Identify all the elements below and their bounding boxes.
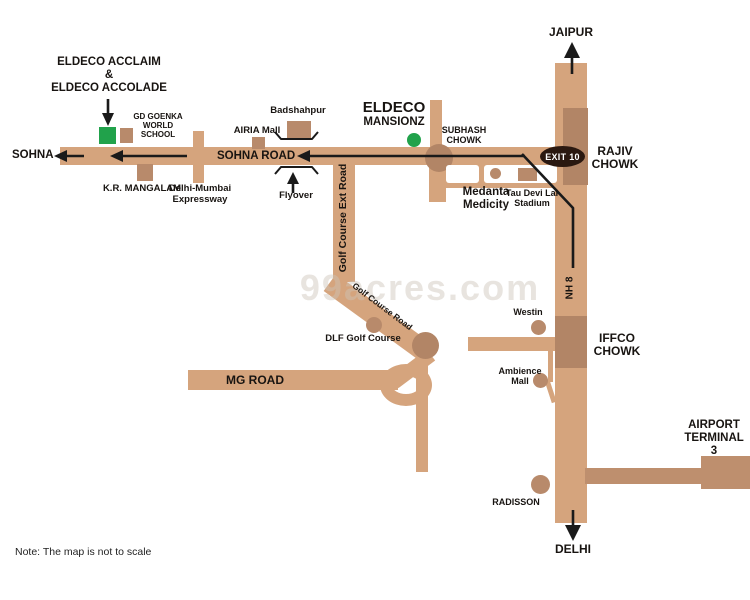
ambience-ramp-vertical — [548, 351, 553, 382]
dlf-golf-course-marker — [366, 317, 382, 333]
mg-road-label: MG ROAD — [226, 373, 284, 387]
eldeco-mansionz-marker — [407, 133, 421, 147]
eldeco-acclaim-marker — [99, 127, 116, 144]
medanta-medicity-label: Medanta Medicity — [462, 186, 510, 211]
eldeco-mansionz-label-line1: ELDECO — [362, 99, 426, 116]
eldeco-acclaim-arrow — [102, 99, 114, 126]
tau-devi-lal-stadium-label: Tau Devi Lal Stadium — [505, 188, 559, 209]
airport-terminal3-label: AIRPORT TERMINAL 3 — [684, 419, 744, 457]
delhi-mumbai-expressway-road — [193, 131, 204, 183]
westin-marker — [531, 320, 546, 335]
service-road-block-1 — [446, 165, 479, 183]
flyover-bracket-bottom — [274, 166, 319, 175]
westin-label: Westin — [513, 307, 543, 317]
radisson-marker — [531, 475, 550, 494]
airia-mall-label: AIRIA Mall — [233, 125, 281, 136]
badshahpur-marker — [287, 121, 311, 138]
mg-road — [188, 370, 398, 390]
ambience-mall-marker — [533, 373, 548, 388]
kr-mangalam-label: K.R. MANGALAM — [102, 183, 182, 194]
badshahpur-label: Badshahpur — [270, 105, 326, 116]
sohna-road-label: SOHNA ROAD — [217, 150, 296, 162]
delhi-label: DELHI — [555, 542, 591, 556]
medanta-marker — [490, 168, 501, 179]
dlf-golf-course-label: DLF Golf Course — [325, 333, 401, 344]
subhash-chowk-north-stub — [430, 100, 442, 150]
iffco-chowk-junction — [555, 316, 587, 368]
iffco-chowk-label: IFFCO CHOWK — [593, 331, 641, 359]
subhash-chowk-south-stub — [429, 164, 446, 202]
tau-devi-lal-marker — [518, 168, 537, 181]
gd-goenka-label: GD GOENKA WORLD SCHOOL — [133, 112, 183, 139]
sohna-label: SOHNA — [12, 149, 54, 161]
delhi-mumbai-expressway-label: Delhi-Mumbai Expressway — [168, 183, 232, 205]
exit-10-badge: EXIT 10 — [540, 146, 585, 167]
subhash-chowk-label: SUBHASH CHOWK — [441, 125, 487, 146]
golf-course-ext-road-label: Golf Course Ext Road — [337, 163, 350, 273]
flyover-label: Flyover — [279, 190, 313, 201]
airport-road — [585, 468, 704, 484]
ambience-mall-label: Ambience Mall — [498, 366, 542, 387]
golf-road-roundabout — [412, 332, 439, 359]
airia-mall-marker — [252, 137, 265, 149]
kr-mangalam-marker — [137, 164, 153, 181]
gd-goenka-marker — [120, 128, 133, 143]
airport-terminal-block — [701, 456, 750, 489]
golf-course-ext-road — [333, 164, 355, 282]
map-note: Note: The map is not to scale — [15, 546, 152, 558]
iffco-west-road — [468, 337, 557, 351]
nh8-label: NH 8 — [564, 276, 576, 300]
eldeco-acclaim-label: ELDECO ACCLAIM & ELDECO ACCOLADE — [51, 56, 167, 94]
rajiv-chowk-label: RAJIV CHOWK — [591, 144, 639, 172]
jaipur-label: JAIPUR — [548, 25, 594, 39]
eldeco-mansionz-label-line2: MANSIONZ — [363, 116, 425, 128]
watermark: 99acres.com — [299, 267, 541, 308]
radisson-label: RADISSON — [492, 497, 540, 507]
